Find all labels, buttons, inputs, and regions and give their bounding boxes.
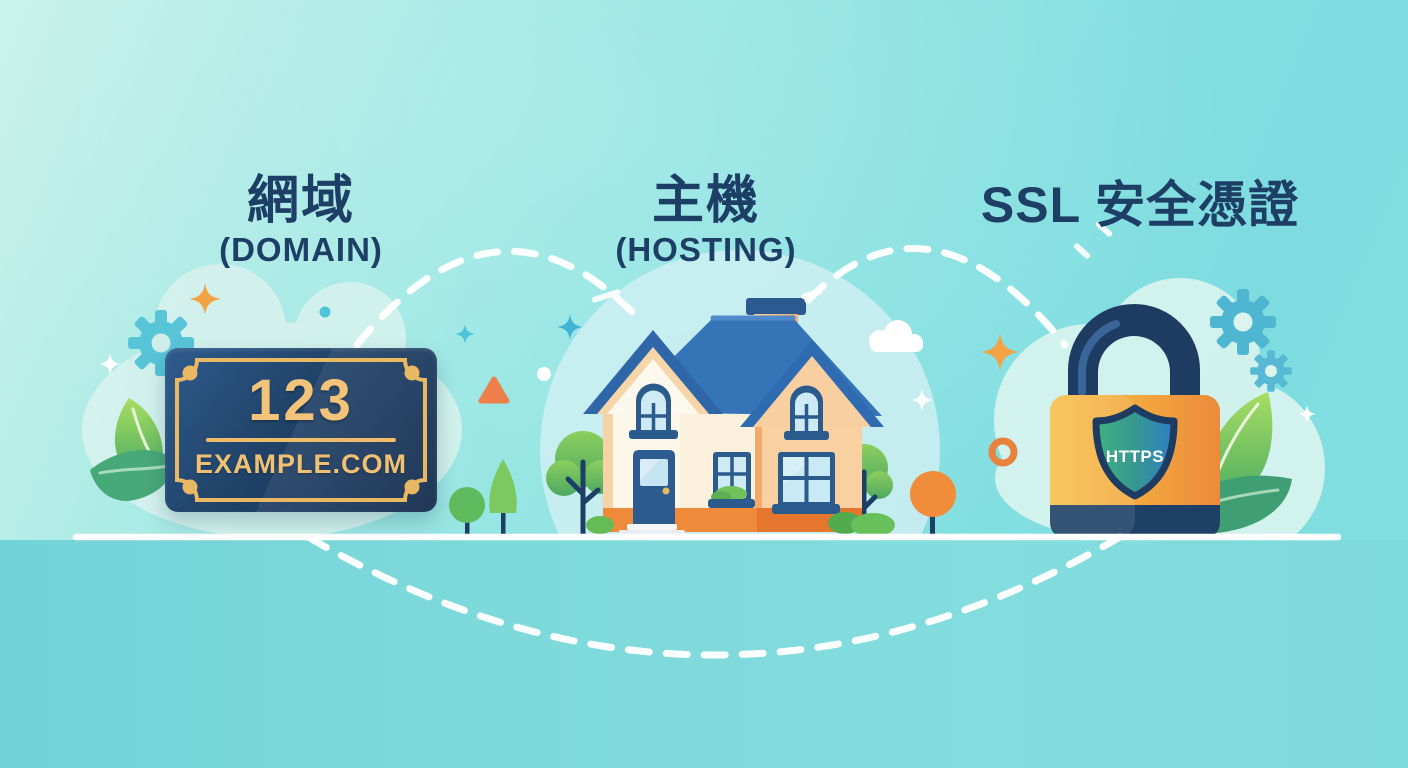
section-title-domain: 網域 (DOMAIN) <box>151 172 451 270</box>
triangle-orange <box>478 376 510 404</box>
ssl-title: SSL 安全憑證 <box>980 177 1300 233</box>
plaque-border <box>175 358 427 502</box>
plaque-corner-rivets <box>182 365 420 495</box>
hosting-title: 主機 <box>651 172 760 230</box>
domain-plaque: 123 EXAMPLE.COM <box>165 348 437 512</box>
plaque-divider <box>206 438 396 442</box>
gear-icon <box>1210 289 1276 355</box>
arc-bottom <box>304 533 1124 659</box>
leaf-icon <box>90 398 177 501</box>
gear-icon <box>1250 350 1292 392</box>
domain-title: 網域 <box>246 172 355 230</box>
dot-white <box>537 367 551 381</box>
hosting-subtitle: (HOSTING) <box>615 231 797 268</box>
domain-subtitle: (DOMAIN) <box>219 231 383 268</box>
arc-hosting-ssl <box>804 245 1069 349</box>
padlock-illustration: HTTPS <box>1050 304 1220 537</box>
section-title-hosting: 主機 (HOSTING) <box>556 172 856 270</box>
plaque-domain-text: EXAMPLE.COM <box>194 449 407 479</box>
dot-teal <box>319 306 331 318</box>
cloud-icon <box>869 320 923 352</box>
https-shield: HTTPS <box>1092 404 1178 500</box>
https-label: HTTPS <box>1106 447 1164 466</box>
house-illustration <box>583 298 895 537</box>
arc-domain-hosting <box>353 247 639 349</box>
dashed-connectors <box>304 245 1124 659</box>
ring-orange <box>988 437 1018 467</box>
section-title-ssl: SSL 安全憑證 <box>950 176 1330 234</box>
plaque-sheen <box>165 348 437 512</box>
plaque-number: 123 <box>248 368 354 433</box>
